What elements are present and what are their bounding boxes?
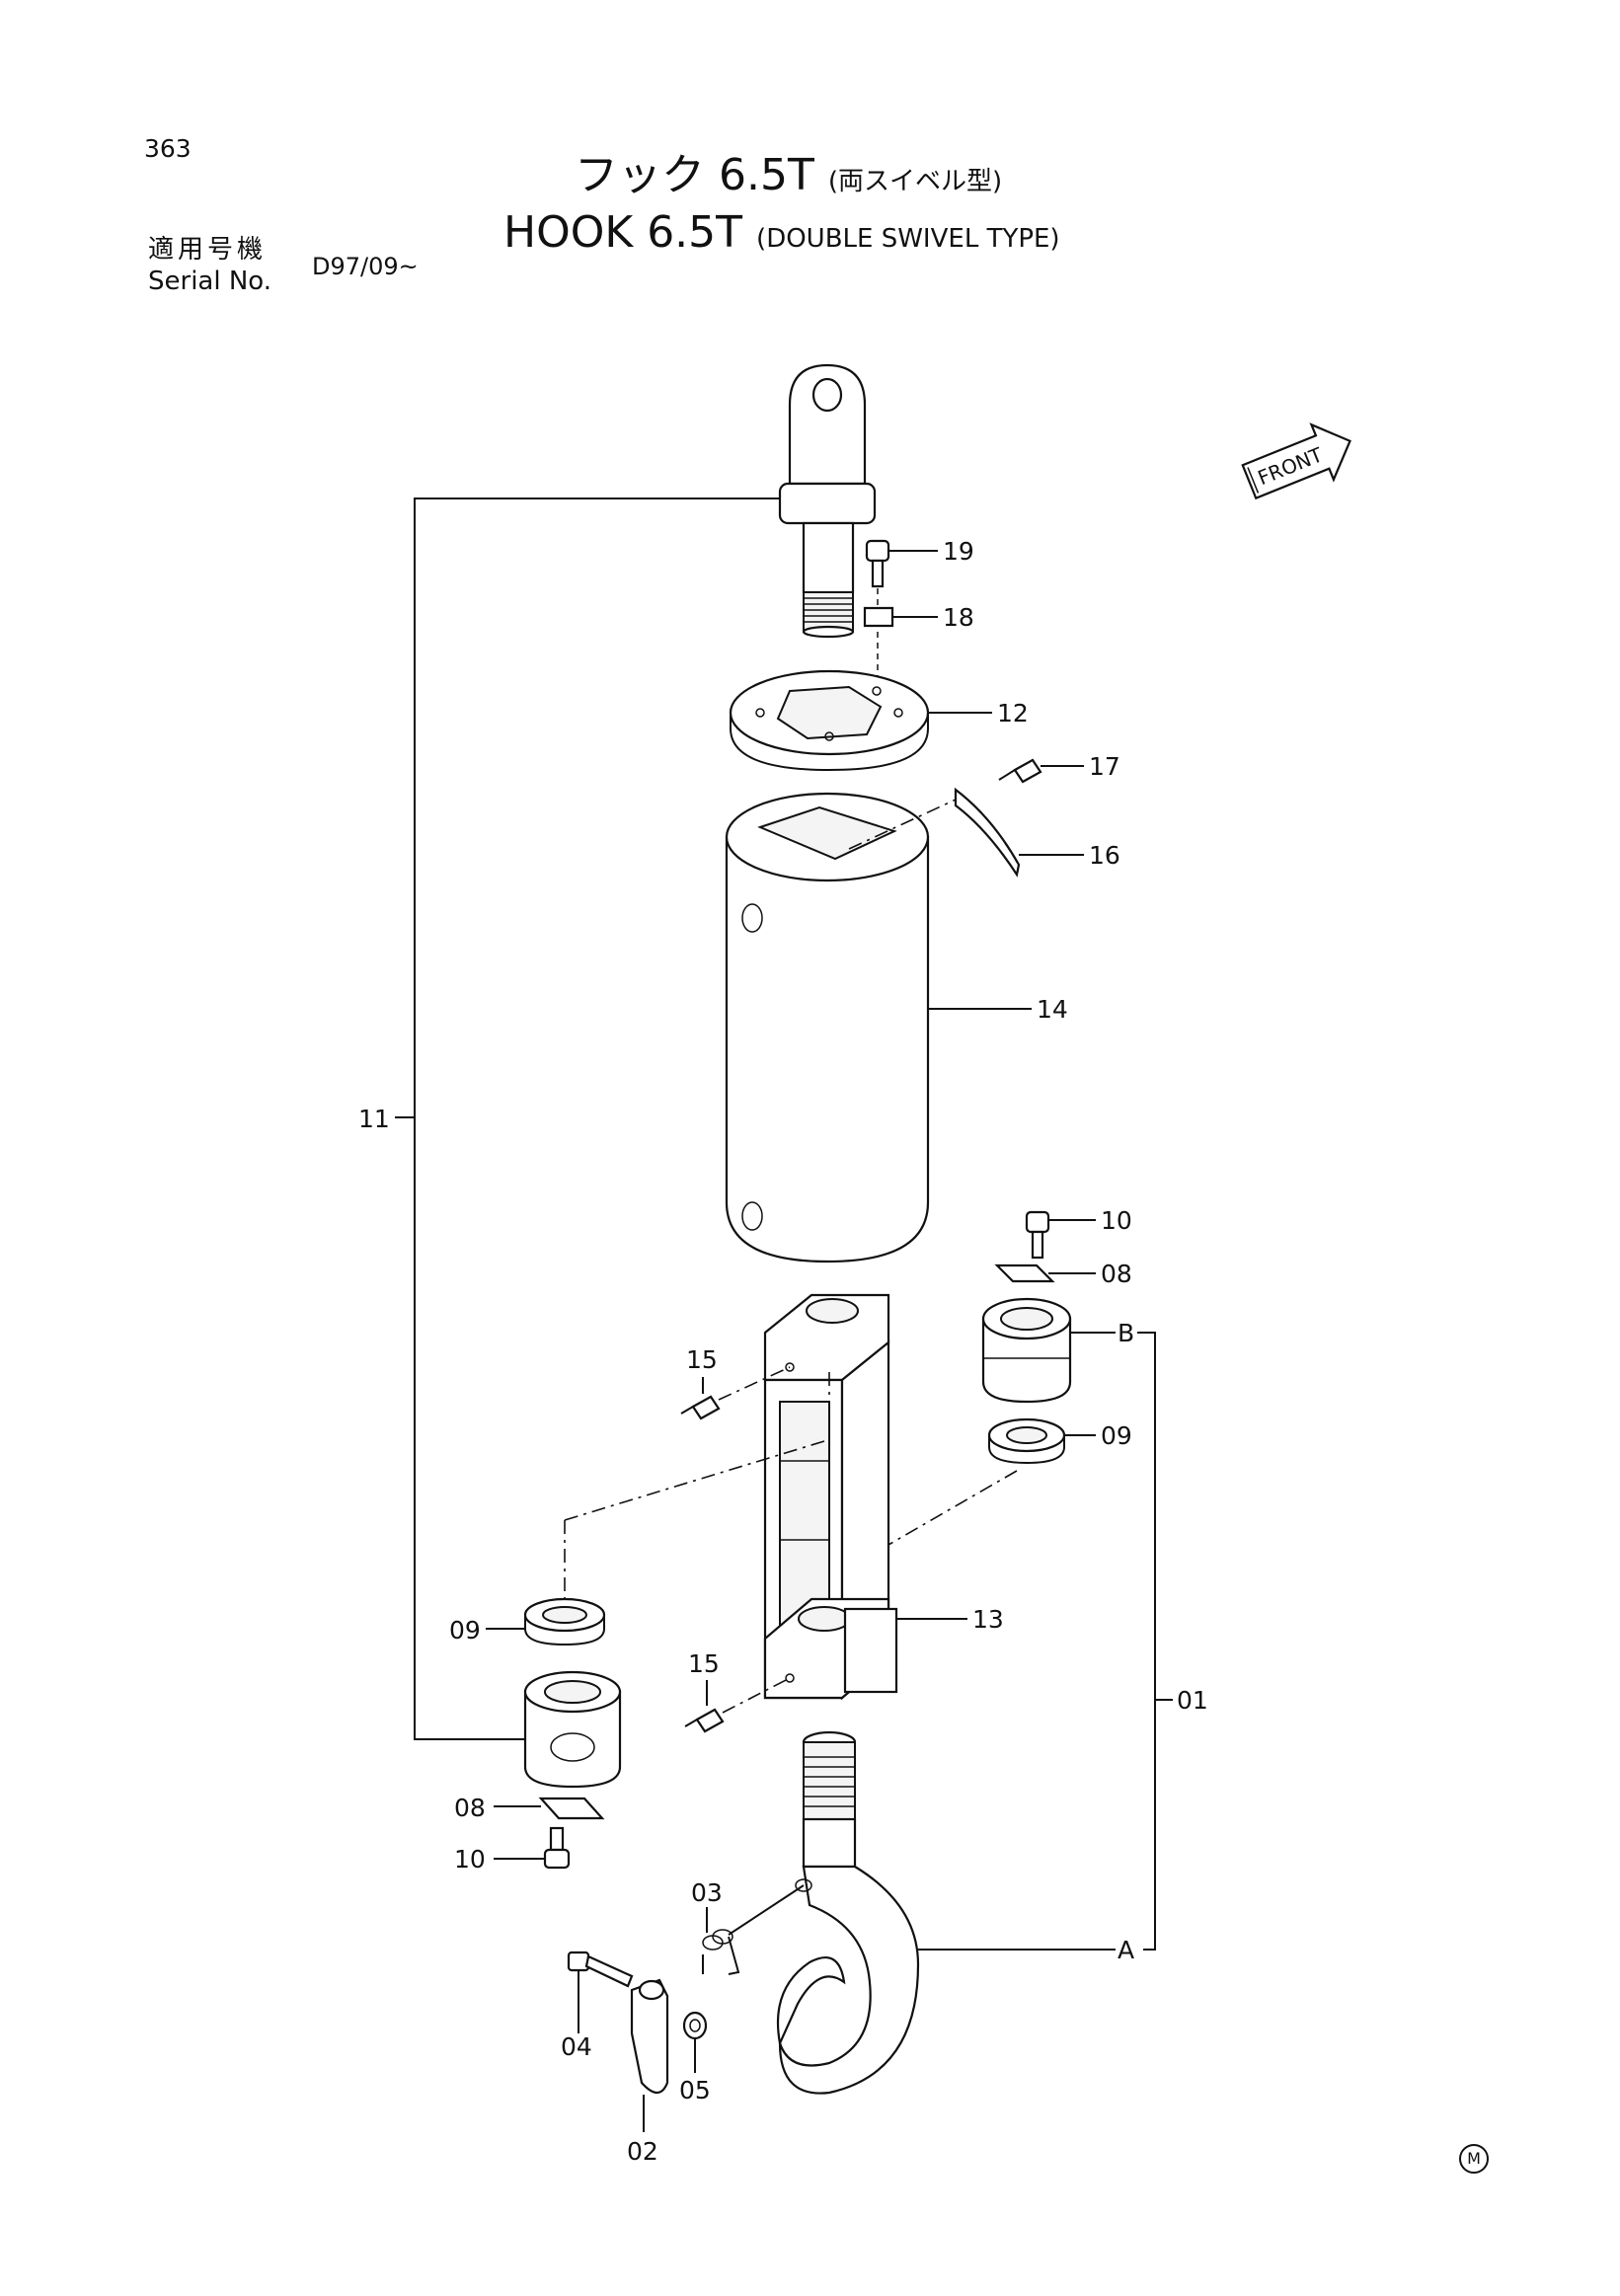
yoke-frame-13 [763,1293,898,1701]
front-arrow-icon: FRONT [1241,422,1351,500]
callout-05: 05 [679,2076,711,2105]
group-11-bracket [414,497,780,1740]
callout-a: A [1118,1936,1134,1964]
grease-nipple-15-upper [680,1366,791,1420]
group-01-bracket [1137,1332,1156,1951]
thrust-bearing-09-right [987,1417,1066,1465]
callout-17: 17 [1089,752,1120,781]
callout-10-lower: 10 [454,1845,486,1874]
spring-03 [702,1929,740,1975]
title-jp-sub: (両スイベル型) [827,167,1003,196]
bolt-19 [865,539,890,588]
thrust-bearing-09-left [523,1597,606,1646]
nut-05 [682,2011,708,2040]
callout-11: 11 [358,1105,390,1133]
title-english: HOOK 6.5T (DOUBLE SWIVEL TYPE) [503,211,1060,255]
serial-label-en: Serial No. [148,267,271,296]
lock-plate-08-upper [994,1263,1055,1283]
callout-08-upper: 08 [1101,1260,1132,1288]
page-number: 363 [144,134,192,163]
title-en-main: HOOK 6.5T [503,207,743,258]
bolt-10-lower [543,1826,571,1870]
title-japanese: フック 6.5T (両スイベル型) [575,154,1002,197]
lock-plate-08-lower [538,1797,605,1820]
hook-a [776,1730,920,2095]
callout-09-left: 09 [449,1616,481,1645]
callout-01: 01 [1177,1686,1208,1715]
callout-09-right: 09 [1101,1421,1132,1450]
callout-19: 19 [943,537,974,566]
serial-label-jp: 適用号機 [148,235,268,265]
serial-value: D97/09~ [312,253,419,280]
grease-nipple-15-lower [684,1677,791,1733]
callout-10-upper: 10 [1101,1206,1132,1235]
nut-lower-left [523,1670,622,1789]
screw-17 [998,758,1042,784]
latch-02 [630,1978,669,2095]
name-plate-16 [954,787,1021,878]
callout-04: 04 [561,2032,592,2061]
callout-14: 14 [1037,995,1068,1024]
swivel-shaft [778,363,877,639]
callout-16: 16 [1089,841,1120,870]
bolt-10-upper [1025,1210,1050,1260]
callout-08-lower: 08 [454,1794,486,1822]
callout-b: B [1118,1319,1134,1347]
callout-15-lower: 15 [688,1649,720,1678]
m-mark: M [1459,2144,1489,2174]
latch-assembly-line [728,1884,805,1936]
callout-13: 13 [972,1605,1004,1634]
callout-03: 03 [691,1878,723,1907]
nut-b [981,1297,1072,1404]
cover-cylinder-14 [725,792,957,1263]
retainer-ring-12 [729,669,930,772]
lock-plate-18 [863,606,894,628]
title-en-sub: (DOUBLE SWIVEL TYPE) [756,224,1060,254]
callout-15-upper: 15 [686,1345,718,1374]
callout-18: 18 [943,603,974,632]
title-jp-main: フック 6.5T [575,150,814,200]
callout-02: 02 [627,2137,658,2166]
callout-12: 12 [997,699,1029,727]
